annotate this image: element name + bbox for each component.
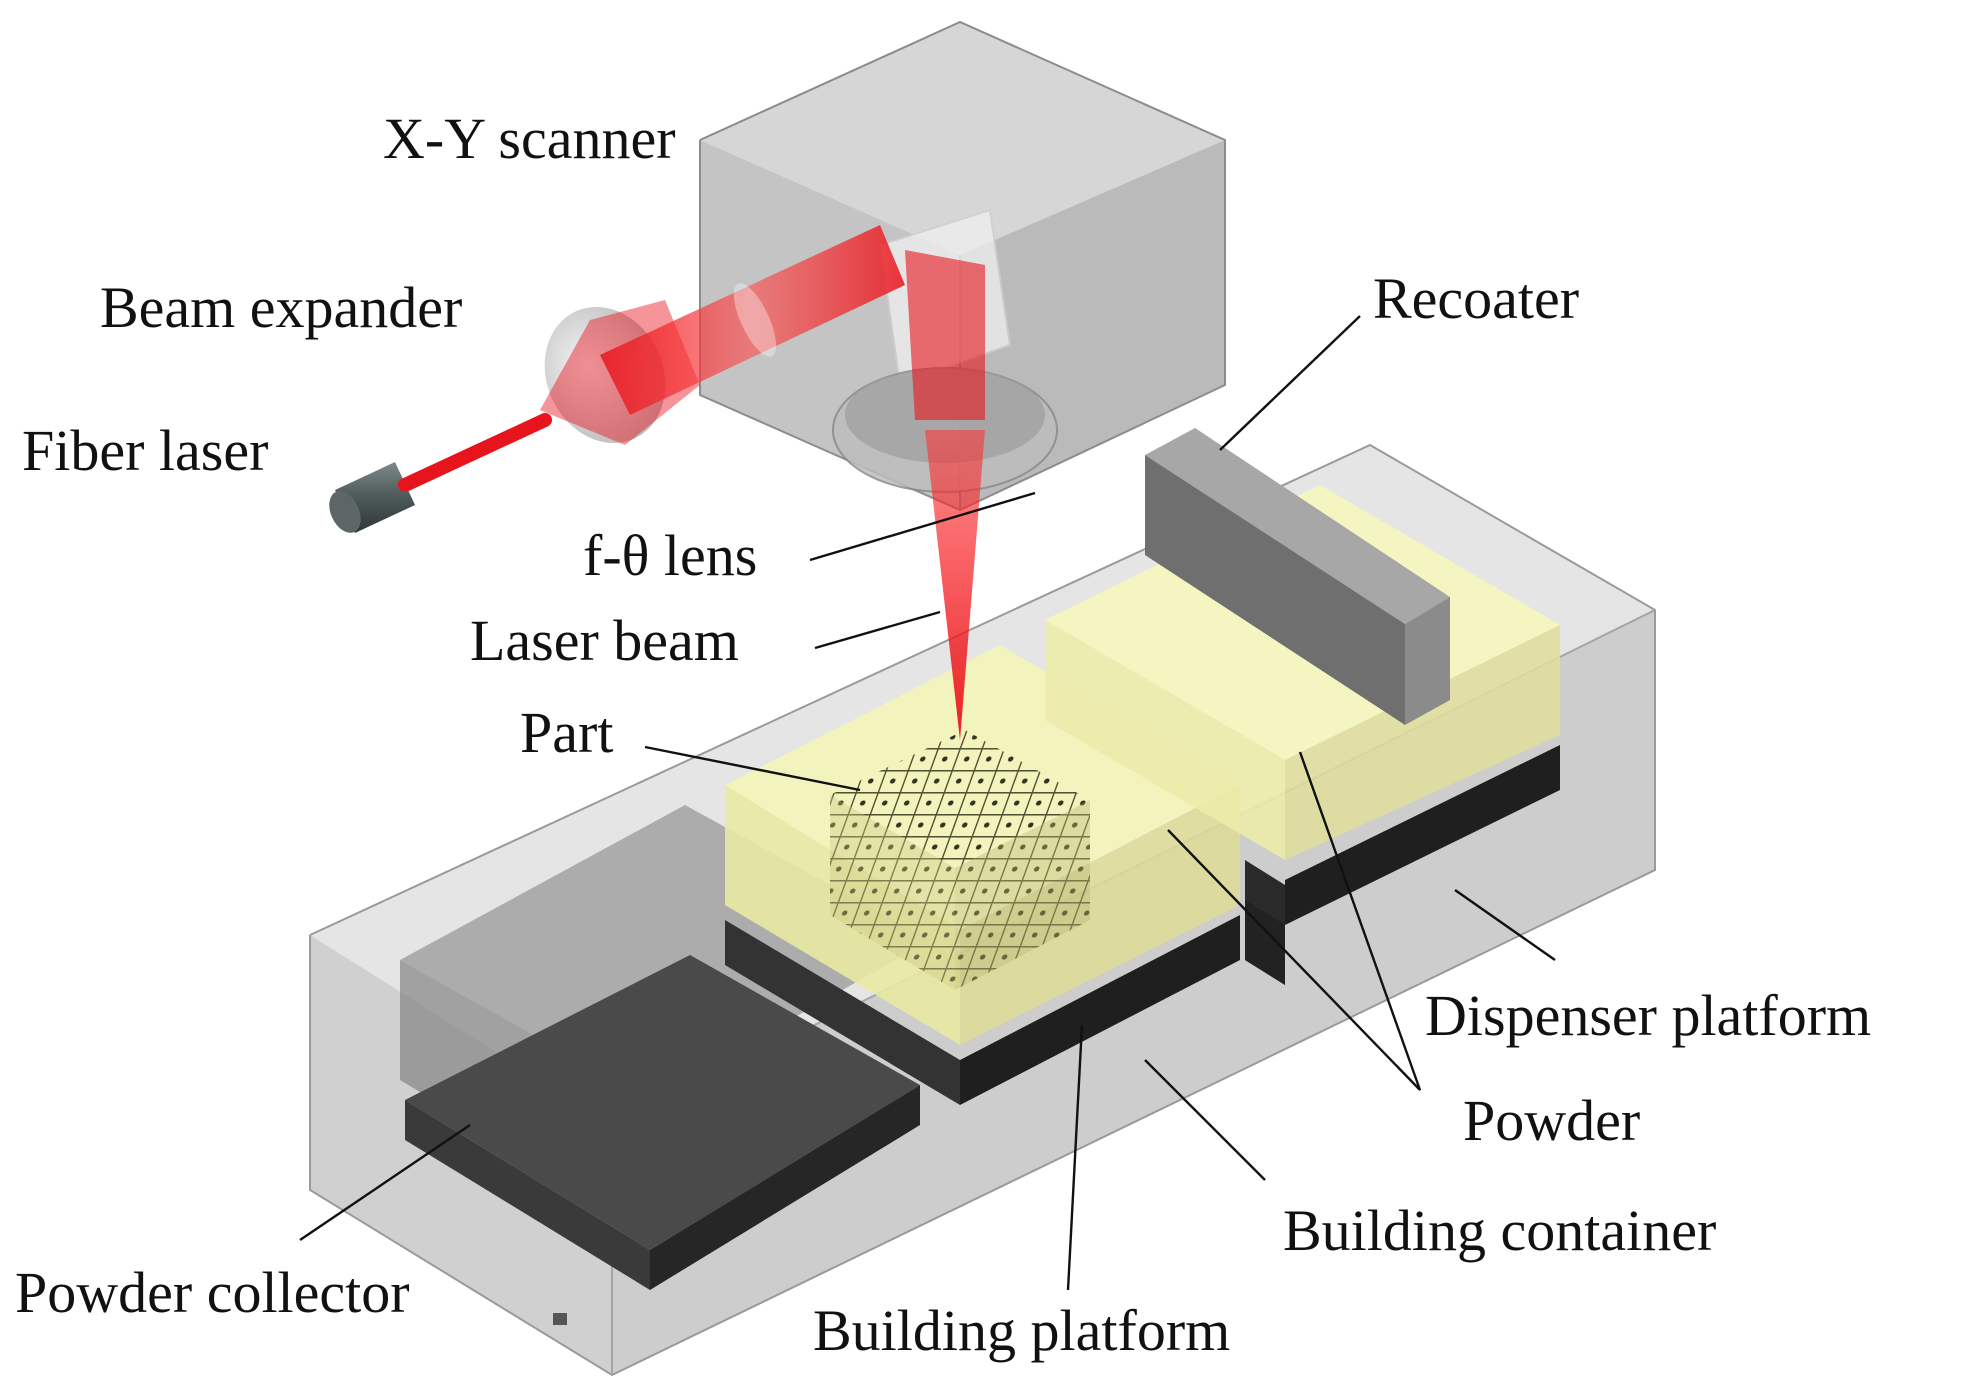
label-xy-scanner: X-Y scanner (383, 106, 676, 171)
fiber-laser (329, 462, 415, 533)
label-building-platform: Building platform (813, 1298, 1230, 1363)
label-part: Part (520, 700, 613, 765)
laser-beam-path (398, 225, 985, 740)
label-laser-beam: Laser beam (470, 608, 739, 673)
label-powder: Powder (1463, 1088, 1640, 1153)
label-building-container: Building container (1283, 1198, 1716, 1263)
leader-recoater (1219, 315, 1361, 451)
label-dispenser-platform: Dispenser platform (1425, 983, 1871, 1048)
label-fiber-laser: Fiber laser (22, 418, 268, 483)
leader-part (644, 745, 861, 792)
leader-building-container (1144, 1059, 1266, 1181)
leader-building-platform (1066, 1024, 1084, 1291)
leader-f-theta-lens (809, 491, 1036, 562)
recoater (1145, 428, 1450, 725)
label-recoater: Recoater (1373, 266, 1579, 331)
labels: X-Y scanner Beam expander Fiber laser f-… (15, 106, 1871, 1363)
leader-powder (1167, 751, 1422, 1091)
lattice-part (830, 730, 1090, 990)
leader-lines (299, 315, 1556, 1291)
leader-dispenser-platform (1454, 889, 1556, 961)
label-beam-expander: Beam expander (100, 275, 462, 340)
leader-powder-collector (299, 1124, 471, 1241)
leader-laser-beam (814, 610, 941, 650)
label-powder-collector: Powder collector (15, 1260, 410, 1325)
label-f-theta-lens: f-θ lens (583, 523, 757, 588)
